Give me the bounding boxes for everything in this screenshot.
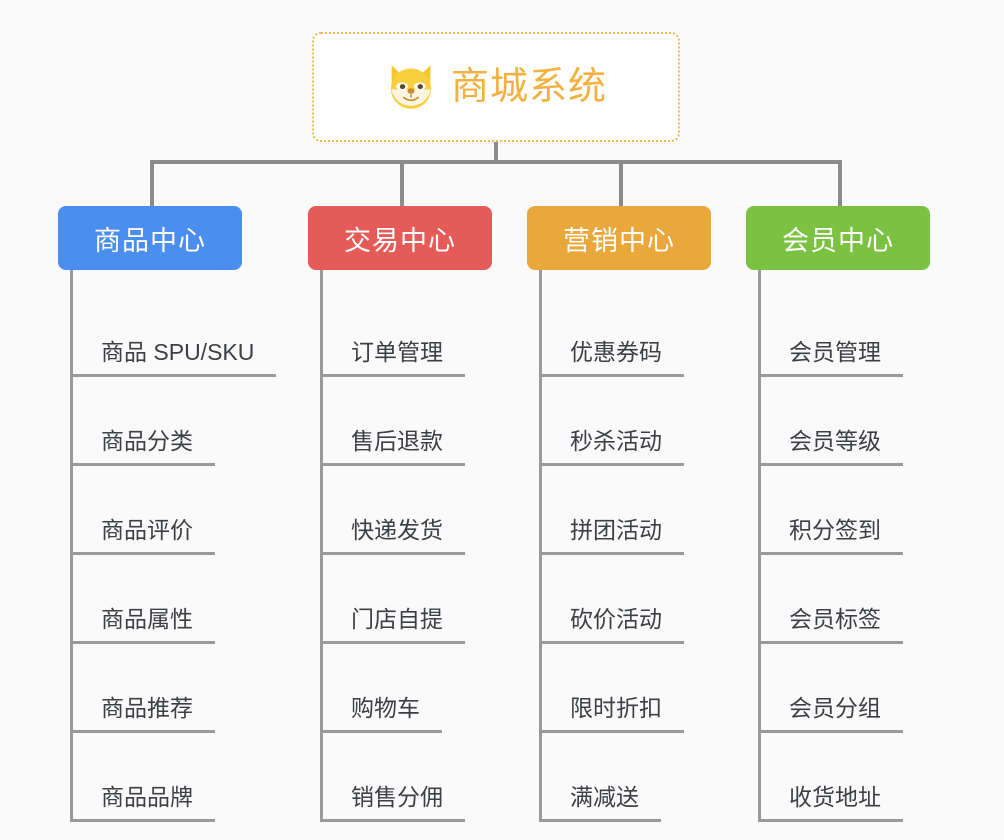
leaf-item-label: 秒杀活动 bbox=[542, 430, 684, 466]
connector-root-stem bbox=[494, 142, 498, 162]
leaf-item[interactable]: 砍价活动 bbox=[542, 555, 711, 644]
leaf-item-label: 拼团活动 bbox=[542, 519, 684, 555]
leaf-stack-1: 订单管理售后退款快递发货门店自提购物车销售分佣 bbox=[320, 270, 492, 822]
leaf-item[interactable]: 订单管理 bbox=[323, 288, 492, 377]
leaf-item[interactable]: 积分签到 bbox=[761, 466, 930, 555]
connector-drop-2 bbox=[619, 160, 623, 208]
leaf-item[interactable]: 优惠券码 bbox=[542, 288, 711, 377]
leaf-item[interactable]: 售后退款 bbox=[323, 377, 492, 466]
leaf-item-label: 商品属性 bbox=[73, 608, 215, 644]
category-column-1: 交易中心订单管理售后退款快递发货门店自提购物车销售分佣 bbox=[308, 206, 492, 822]
leaf-stack-2: 优惠券码秒杀活动拼团活动砍价活动限时折扣满减送 bbox=[539, 270, 711, 822]
leaf-item[interactable]: 商品 SPU/SKU bbox=[73, 288, 277, 377]
leaf-item-label: 售后退款 bbox=[323, 430, 465, 466]
leaf-item[interactable]: 商品属性 bbox=[73, 555, 242, 644]
leaf-item-label: 购物车 bbox=[323, 697, 442, 733]
leaf-item-label: 会员分组 bbox=[761, 697, 903, 733]
leaf-item[interactable]: 满减送 bbox=[542, 733, 711, 822]
category-header-3[interactable]: 会员中心 bbox=[746, 206, 930, 270]
leaf-item-label: 门店自提 bbox=[323, 608, 465, 644]
leaf-item-label: 订单管理 bbox=[323, 341, 465, 377]
category-column-2: 营销中心优惠券码秒杀活动拼团活动砍价活动限时折扣满减送 bbox=[527, 206, 711, 822]
leaf-item-label: 商品品牌 bbox=[73, 786, 215, 822]
leaf-item[interactable]: 商品推荐 bbox=[73, 644, 242, 733]
category-header-label: 会员中心 bbox=[782, 225, 894, 256]
category-header-2[interactable]: 营销中心 bbox=[527, 206, 711, 270]
leaf-stack-0: 商品 SPU/SKU 商品分类商品评价商品属性商品推荐商品品牌 bbox=[70, 270, 277, 822]
leaf-item-label: 商品评价 bbox=[73, 519, 215, 555]
leaf-item[interactable]: 购物车 bbox=[323, 644, 492, 733]
leaf-stack-3: 会员管理会员等级积分签到会员标签会员分组收货地址 bbox=[758, 270, 930, 822]
leaf-item[interactable]: 收货地址 bbox=[761, 733, 930, 822]
connector-drop-3 bbox=[838, 160, 842, 208]
category-header-0[interactable]: 商品中心 bbox=[58, 206, 242, 270]
root-node[interactable]: 商城系统 bbox=[312, 32, 680, 142]
category-header-label: 营销中心 bbox=[563, 225, 675, 256]
leaf-item-label: 优惠券码 bbox=[542, 341, 684, 377]
category-header-1[interactable]: 交易中心 bbox=[308, 206, 492, 270]
connector-drop-0 bbox=[150, 160, 154, 208]
leaf-item[interactable]: 门店自提 bbox=[323, 555, 492, 644]
leaf-item-label: 快递发货 bbox=[323, 519, 465, 555]
leaf-item-label: 砍价活动 bbox=[542, 608, 684, 644]
leaf-item[interactable]: 销售分佣 bbox=[323, 733, 492, 822]
shiba-dog-icon bbox=[390, 65, 432, 109]
category-header-label: 交易中心 bbox=[344, 225, 456, 256]
root-title: 商城系统 bbox=[450, 66, 607, 108]
leaf-item-label: 销售分佣 bbox=[323, 786, 465, 822]
leaf-item-label: 会员等级 bbox=[761, 430, 903, 466]
leaf-item[interactable]: 快递发货 bbox=[323, 466, 492, 555]
leaf-item-label: 会员管理 bbox=[761, 341, 903, 377]
leaf-item[interactable]: 商品评价 bbox=[73, 466, 242, 555]
leaf-item-label: 限时折扣 bbox=[542, 697, 684, 733]
connector-horizontal-bus bbox=[150, 160, 840, 164]
leaf-item-label: 会员标签 bbox=[761, 608, 903, 644]
leaf-item[interactable]: 会员等级 bbox=[761, 377, 930, 466]
leaf-item[interactable]: 限时折扣 bbox=[542, 644, 711, 733]
category-column-3: 会员中心会员管理会员等级积分签到会员标签会员分组收货地址 bbox=[746, 206, 930, 822]
leaf-item-label: 商品 SPU/SKU bbox=[73, 341, 277, 377]
leaf-item[interactable]: 会员标签 bbox=[761, 555, 930, 644]
leaf-item-label: 收货地址 bbox=[761, 786, 903, 822]
connector-drop-1 bbox=[400, 160, 404, 208]
leaf-item-label: 商品分类 bbox=[73, 430, 215, 466]
leaf-item[interactable]: 秒杀活动 bbox=[542, 377, 711, 466]
leaf-item[interactable]: 会员管理 bbox=[761, 288, 930, 377]
leaf-item[interactable]: 商品分类 bbox=[73, 377, 242, 466]
leaf-item-label: 满减送 bbox=[542, 786, 661, 822]
leaf-item[interactable]: 拼团活动 bbox=[542, 466, 711, 555]
category-header-label: 商品中心 bbox=[94, 225, 206, 256]
leaf-item[interactable]: 会员分组 bbox=[761, 644, 930, 733]
category-column-0: 商品中心商品 SPU/SKU 商品分类商品评价商品属性商品推荐商品品牌 bbox=[58, 206, 277, 822]
leaf-item[interactable]: 商品品牌 bbox=[73, 733, 242, 822]
leaf-item-label: 积分签到 bbox=[761, 519, 903, 555]
leaf-item-label: 商品推荐 bbox=[73, 697, 215, 733]
